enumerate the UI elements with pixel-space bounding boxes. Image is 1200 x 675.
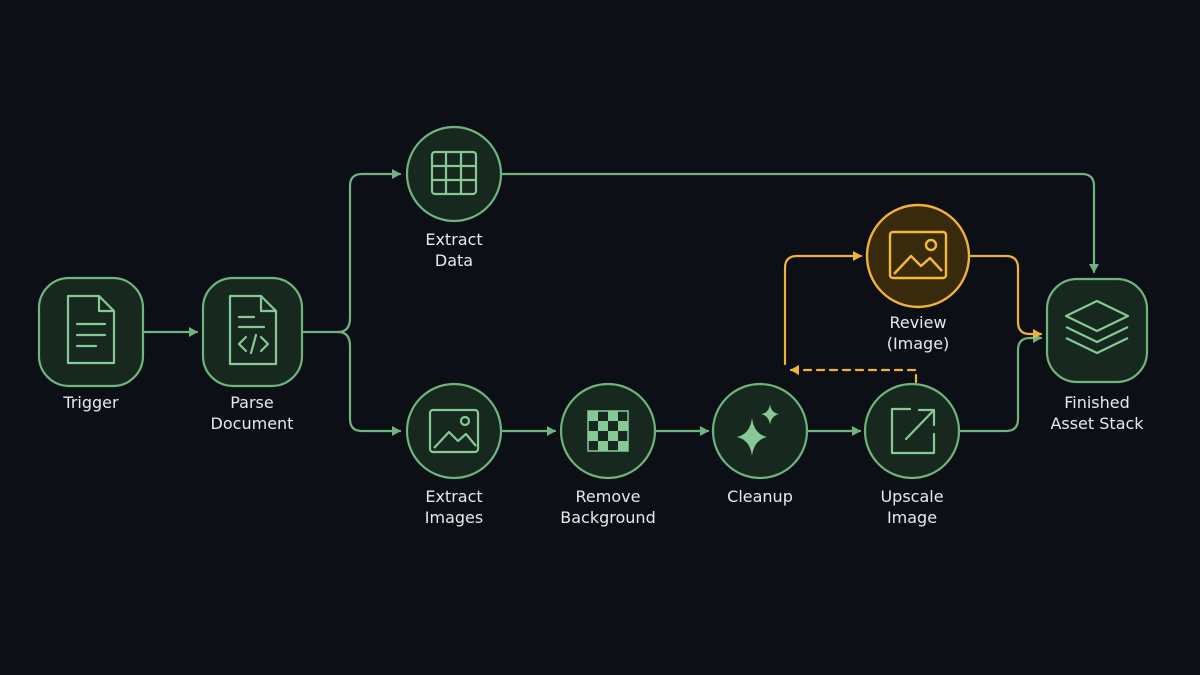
node-review-image[interactable]: [865, 203, 971, 309]
sparkle-icon: [737, 404, 779, 456]
label-review-image: Review (Image): [887, 312, 950, 354]
node-finished-asset-stack[interactable]: [1045, 277, 1149, 384]
edge-extract-data-to-finished: [499, 172, 1099, 274]
layers-icon: [1064, 299, 1130, 355]
label-remove-background: Remove Background: [560, 486, 655, 528]
edge-upscale-loop-dashed: [789, 365, 918, 384]
edge-parse-to-extract-data: [336, 169, 402, 334]
expand-arrow-icon: [890, 407, 936, 455]
edge-review-to-finished: [969, 254, 1043, 339]
label-line: Finished: [1064, 393, 1130, 412]
image-icon: [888, 230, 948, 280]
label-line: Remove: [575, 487, 641, 506]
label-line: Review: [889, 313, 947, 332]
node-extract-data[interactable]: [405, 125, 503, 223]
node-upscale-image[interactable]: [863, 382, 961, 480]
label-upscale-image: Upscale Image: [880, 486, 943, 528]
node-extract-images[interactable]: [405, 382, 503, 480]
node-parse-document[interactable]: [201, 276, 304, 388]
label-parse-document: Parse Document: [211, 392, 294, 434]
label-line: Parse: [230, 393, 274, 412]
table-icon: [430, 150, 478, 196]
image-icon: [428, 408, 480, 454]
label-line: Upscale: [880, 487, 944, 506]
code-document-icon: [228, 294, 278, 366]
checkerboard-icon: [587, 410, 629, 452]
label-line: Cleanup: [727, 487, 793, 506]
label-line: Extract: [425, 230, 483, 249]
label-line: Extract: [425, 487, 483, 506]
document-icon: [66, 294, 116, 365]
label-trigger: Trigger: [63, 392, 118, 413]
edge-loop-to-review: [783, 251, 863, 366]
label-line: Data: [434, 251, 474, 270]
edge-upscale-to-finished: [958, 333, 1043, 433]
label-line: Asset Stack: [1050, 414, 1144, 433]
node-cleanup[interactable]: [711, 382, 809, 480]
label-line: Document: [210, 414, 294, 433]
label-line: Background: [560, 508, 656, 527]
node-remove-background[interactable]: [559, 382, 657, 480]
label-line: Images: [424, 508, 484, 527]
label-line: Trigger: [63, 393, 119, 412]
label-line: (Image): [886, 334, 950, 353]
label-finished-asset-stack: Finished Asset Stack: [1050, 392, 1143, 434]
label-extract-images: Extract Images: [425, 486, 483, 528]
label-cleanup: Cleanup: [727, 486, 793, 507]
node-trigger[interactable]: [37, 276, 145, 388]
label-line: Image: [886, 508, 938, 527]
label-extract-data: Extract Data: [425, 229, 482, 271]
edge-parse-to-extract-images: [336, 330, 402, 436]
